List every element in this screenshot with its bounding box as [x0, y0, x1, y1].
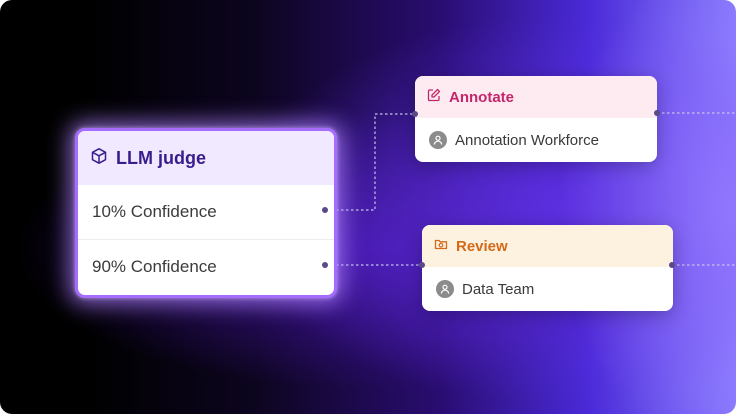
- review-output-handle[interactable]: [669, 262, 675, 268]
- review-header: Review: [422, 225, 673, 267]
- review-assignee-row: Data Team: [422, 267, 673, 311]
- annotate-input-handle[interactable]: [412, 111, 418, 117]
- confidence-label: 90% Confidence: [92, 257, 217, 276]
- review-title: Review: [456, 237, 508, 255]
- llm-judge-header: LLM judge: [78, 131, 334, 185]
- cube-icon: [90, 147, 108, 170]
- annotate-header: Annotate: [415, 76, 657, 118]
- confidence-label: 10% Confidence: [92, 202, 217, 221]
- annotate-title: Annotate: [449, 88, 514, 106]
- edit-icon: [427, 88, 441, 106]
- assignee-label: Annotation Workforce: [455, 131, 599, 149]
- confidence-row-10[interactable]: 10% Confidence: [78, 185, 334, 239]
- review-node[interactable]: Review Data Team: [422, 225, 673, 311]
- llm-judge-node[interactable]: LLM judge 10% Confidence 90% Confidence: [75, 128, 337, 298]
- confidence-row-90[interactable]: 90% Confidence: [78, 239, 334, 294]
- llm-judge-title: LLM judge: [116, 147, 206, 168]
- user-icon: [436, 280, 454, 298]
- review-input-handle[interactable]: [419, 262, 425, 268]
- annotate-output-handle[interactable]: [654, 110, 660, 116]
- connector-10-to-annotate: [326, 113, 415, 211]
- output-handle-10[interactable]: [322, 207, 328, 213]
- output-handle-90[interactable]: [322, 262, 328, 268]
- annotate-assignee-row: Annotation Workforce: [415, 118, 657, 162]
- assignee-label: Data Team: [462, 280, 535, 298]
- camera-folder-icon: [434, 237, 448, 255]
- annotate-node[interactable]: Annotate Annotation Workforce: [415, 76, 657, 162]
- user-icon: [429, 131, 447, 149]
